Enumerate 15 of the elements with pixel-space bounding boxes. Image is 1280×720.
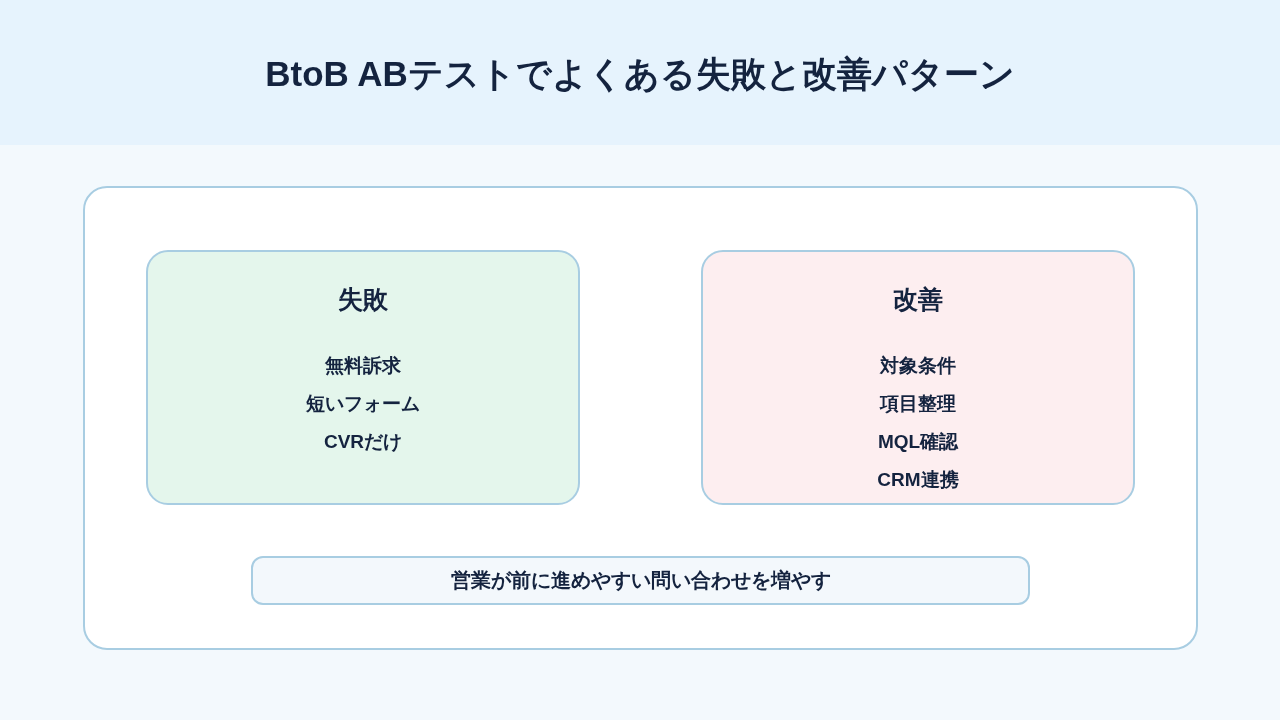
list-item: MQL確認: [877, 430, 959, 454]
list-item: CRM連携: [877, 468, 959, 492]
card-heading: 失敗: [338, 284, 388, 315]
list-item: CVRだけ: [323, 430, 403, 454]
failure-card: [146, 250, 580, 505]
list-item: 対象条件: [880, 354, 956, 378]
card-heading: 改善: [893, 284, 943, 315]
improvement-card: [701, 250, 1135, 505]
summary-box: [251, 556, 1030, 605]
outer-panel: [83, 186, 1198, 650]
list-item: 短いフォーム: [306, 392, 420, 416]
summary-text: 営業が前に進めやすい問い合わせを増やす: [450, 568, 831, 593]
title: BtoB ABテストでよくある失敗と改善パターン: [265, 53, 1015, 95]
list-item: 項目整理: [880, 392, 956, 416]
list-item: 無料訴求: [325, 354, 401, 378]
